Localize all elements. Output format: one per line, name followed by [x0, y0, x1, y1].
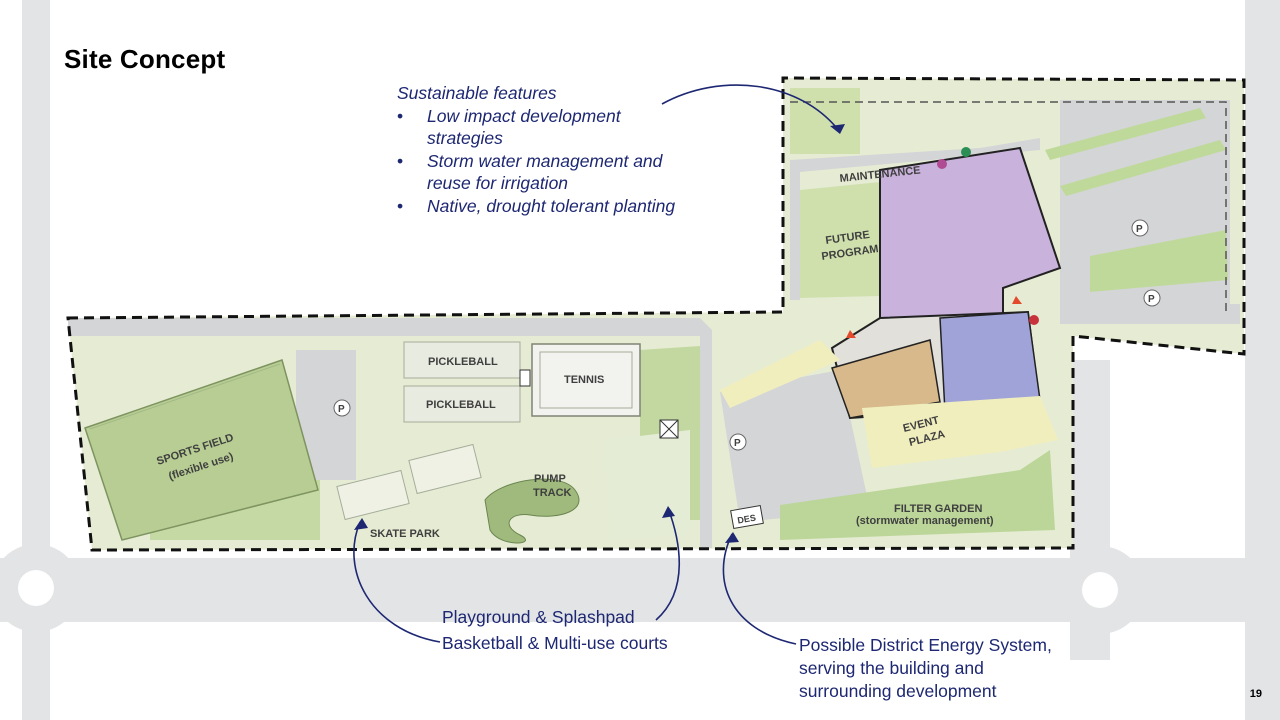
sustainable-item: Low impact development strategies	[397, 105, 697, 150]
label-filter-garden-sub: (stormwater management)	[856, 515, 994, 527]
des-box	[730, 504, 764, 530]
callout-arrows	[353, 84, 841, 645]
label-pickleball-2: PICKLEBALL	[426, 399, 496, 411]
label-tennis: TENNIS	[564, 374, 604, 386]
callout-des: Possible District Energy System, serving…	[799, 634, 1052, 703]
callout-basketball: Basketball & Multi-use courts	[442, 633, 668, 653]
multi-use-courts	[336, 443, 482, 521]
callout-playground: Playground & Splashpad	[442, 607, 635, 627]
label-parking-4: P	[1148, 294, 1155, 305]
label-filter-garden: FILTER GARDEN	[894, 503, 982, 515]
callout-des-line: serving the building and	[799, 658, 984, 678]
label-parking-3: P	[1136, 224, 1143, 235]
callout-des-line: Possible District Energy System,	[799, 635, 1052, 655]
main-building	[830, 146, 1062, 420]
map-icons	[846, 147, 1039, 338]
label-skate-park: SKATE PARK	[370, 528, 440, 540]
sustainable-list: Low impact development strategies Storm …	[397, 105, 697, 218]
label-parking-2: P	[734, 438, 741, 449]
label-parking-1: P	[338, 404, 345, 415]
event-plaza-area	[862, 396, 1058, 468]
sustainable-item: Native, drought tolerant planting	[397, 195, 697, 218]
roundabout-centers	[18, 570, 1118, 608]
page-number: 19	[1249, 688, 1262, 700]
landmark-markers	[519, 369, 679, 439]
callout-des-line: surrounding development	[799, 681, 997, 701]
label-track: TRACK	[533, 487, 572, 499]
plaza-path	[720, 340, 840, 408]
label-pump: PUMP	[534, 473, 566, 485]
pump-track	[484, 478, 580, 544]
sustainable-heading: Sustainable features	[397, 83, 557, 103]
courts	[403, 341, 641, 423]
parking-islands	[1045, 108, 1228, 292]
label-pickleball-1: PICKLEBALL	[428, 356, 498, 368]
arrowheads	[354, 124, 845, 543]
label-des: DES	[737, 513, 757, 526]
sustainable-features-note: Sustainable features Low impact developm…	[397, 82, 697, 217]
sports-field	[84, 359, 319, 541]
sustainable-item: Storm water management and reuse for irr…	[397, 150, 697, 195]
parking-markers	[333, 219, 1161, 451]
site-boundary	[66, 76, 1246, 552]
inner-boundary	[790, 101, 1227, 312]
page-title: Site Concept	[64, 44, 226, 74]
